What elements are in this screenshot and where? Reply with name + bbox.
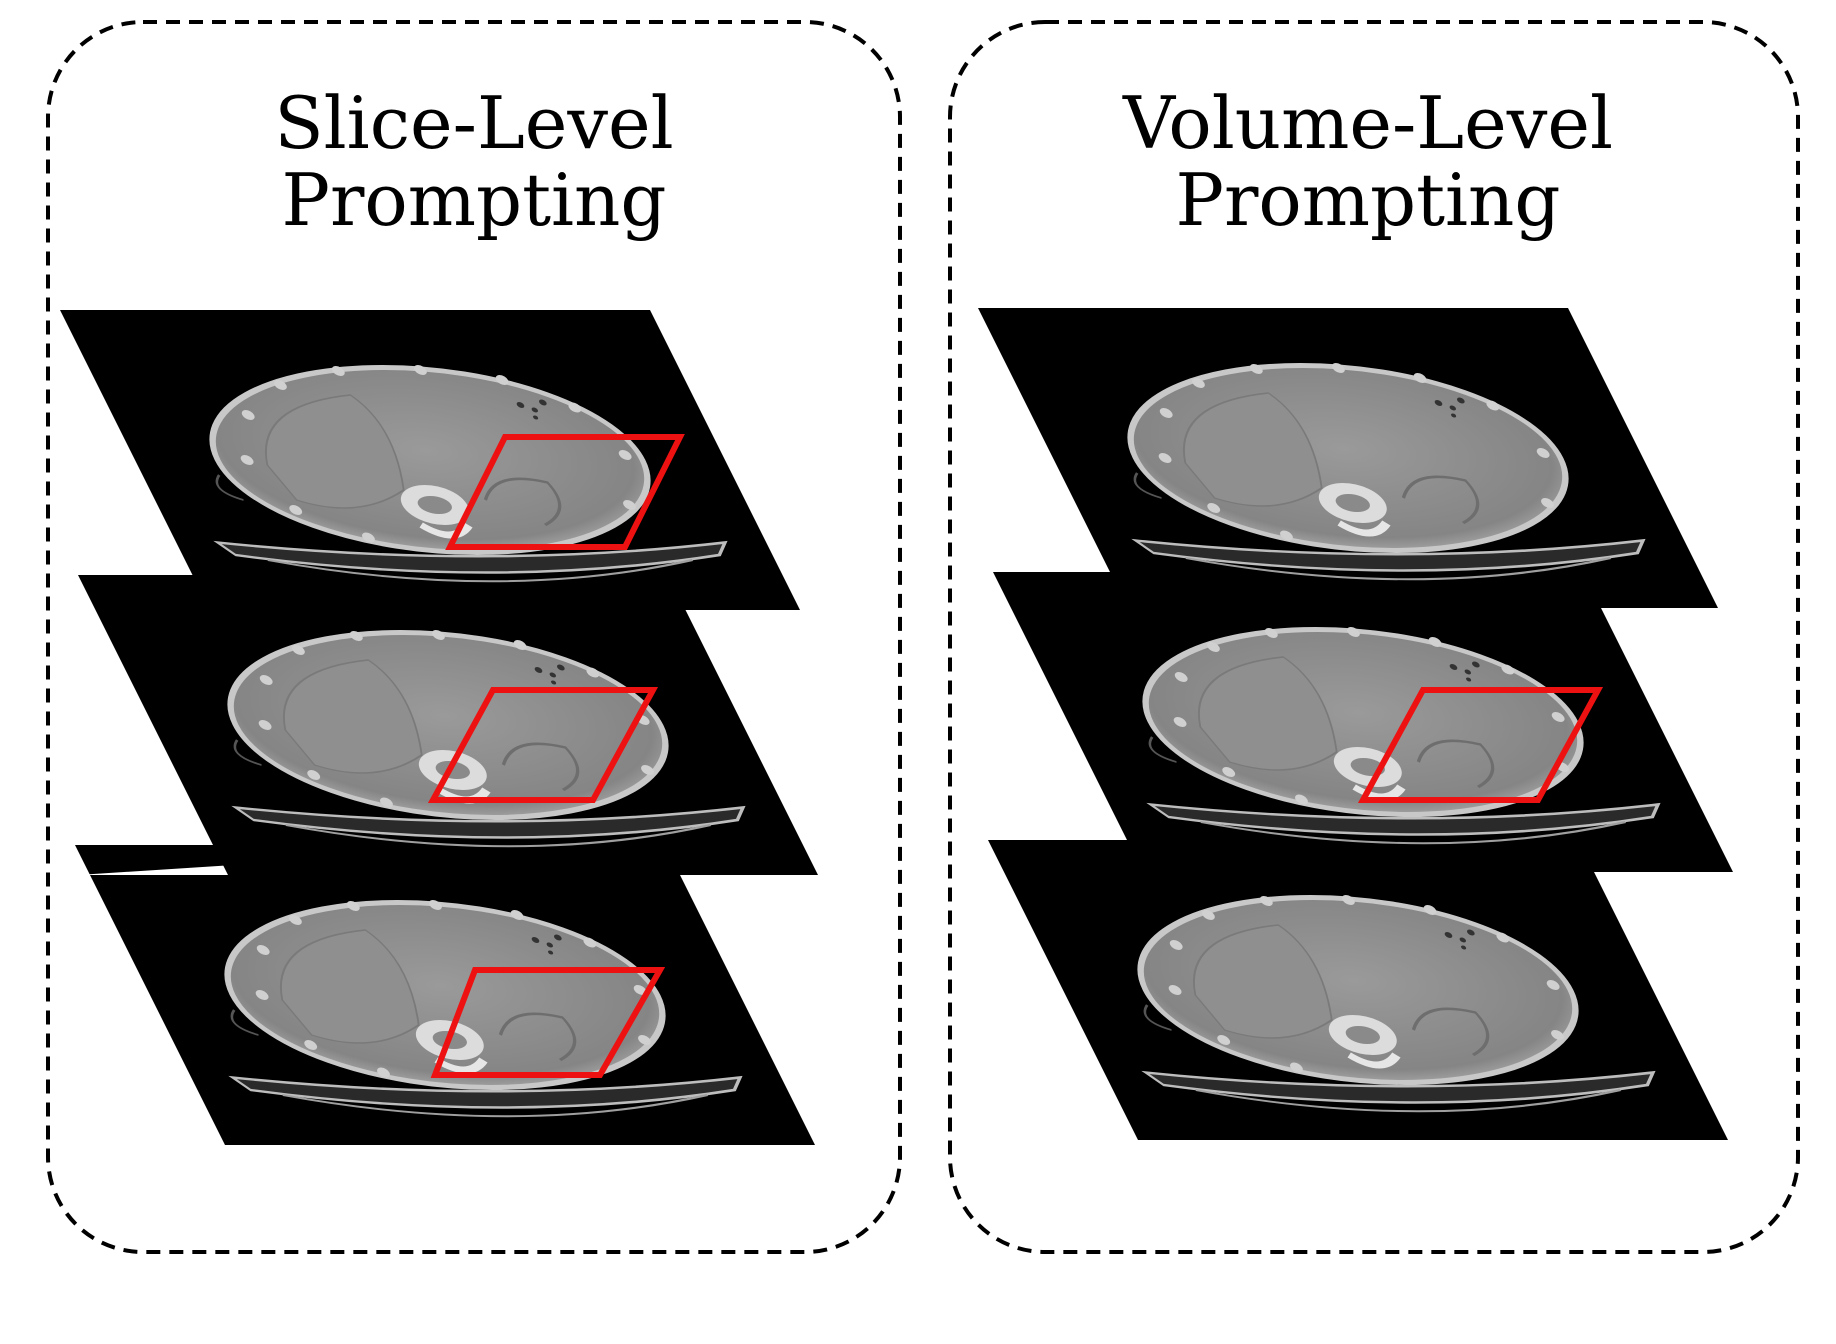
ct-slice-top	[60, 310, 801, 610]
box-prompt	[427, 687, 659, 803]
panel-border	[46, 20, 902, 1254]
ct-slice-middle	[78, 575, 819, 875]
ct-slice-middle	[993, 572, 1734, 872]
box-prompt	[1357, 687, 1604, 803]
ct-slice-bottom	[988, 840, 1729, 1140]
panel-border	[948, 20, 1800, 1254]
panel-slice-level: Slice-Level Prompting	[46, 20, 902, 1254]
panel-title-line2: Prompting	[1176, 158, 1561, 242]
panel-title-line2: Prompting	[282, 158, 667, 242]
ct-slice-top	[978, 308, 1719, 608]
panel-volume-level: Volume-Level Prompting	[948, 20, 1800, 1254]
panel-title-line1: Volume-Level	[1122, 81, 1613, 165]
box-prompt	[430, 967, 666, 1078]
panel-title-line1: Slice-Level	[274, 81, 673, 165]
box-prompt	[445, 434, 685, 550]
ct-slice-bottom	[75, 845, 816, 1145]
